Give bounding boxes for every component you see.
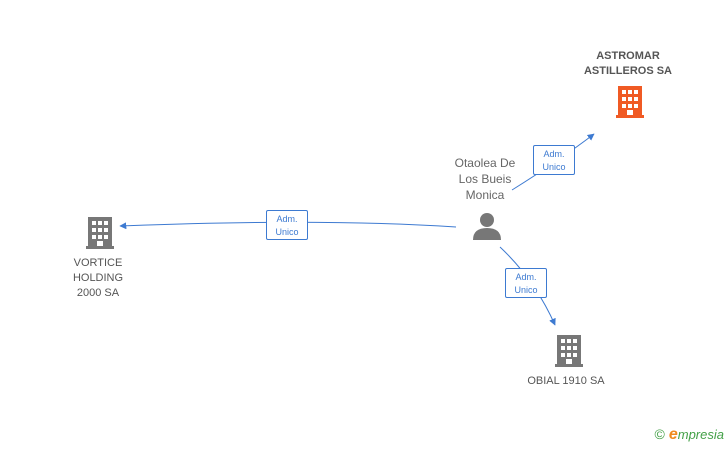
brand-logo: ©empresia: [655, 426, 724, 444]
edge-label-to-astromar-line-2: Unico: [542, 162, 566, 172]
brand-initial: e: [668, 426, 678, 443]
edge-label-to-astromar-line-1: Adm.: [543, 149, 565, 159]
vortice-label-line-1: VORTICE: [73, 257, 123, 269]
edge-label-to-vortice-line-1: Adm.: [276, 214, 298, 224]
vortice-building-icon[interactable]: [86, 217, 114, 249]
person-label-line-1: Otaolea De: [454, 156, 516, 170]
person-label[interactable]: Otaolea De Los Bueis Monica: [430, 155, 540, 203]
vortice-label-line-2: HOLDING: [72, 272, 124, 284]
person-label-line-2: Los Bueis: [458, 172, 512, 186]
edge-label-to-astromar: Adm. Unico: [533, 145, 575, 175]
edge-label-to-vortice: Adm. Unico: [266, 210, 308, 240]
person-label-line-3: Monica: [465, 188, 505, 202]
brand-name: mpresia: [677, 427, 724, 442]
person-icon[interactable]: [473, 213, 501, 240]
edge-label-to-vortice-line-2: Unico: [275, 227, 299, 237]
vortice-label[interactable]: VORTICE HOLDING 2000 SA: [48, 256, 148, 301]
edge-label-to-obial-line-2: Unico: [514, 285, 538, 295]
astromar-label-line-2: ASTILLEROS SA: [583, 65, 672, 77]
vortice-label-line-3: 2000 SA: [76, 287, 120, 299]
astromar-label-line-1: ASTROMAR: [596, 50, 660, 62]
copyright-icon: ©: [654, 426, 665, 442]
obial-label[interactable]: OBIAL 1910 SA: [510, 374, 622, 389]
astromar-label[interactable]: ASTROMAR ASTILLEROS SA: [568, 49, 688, 79]
astromar-building-icon[interactable]: [616, 86, 644, 118]
obial-building-icon[interactable]: [555, 335, 583, 367]
edge-label-to-obial: Adm. Unico: [505, 268, 547, 298]
edge-label-to-obial-line-1: Adm.: [515, 272, 537, 282]
obial-label-line-1: OBIAL 1910 SA: [527, 375, 605, 387]
